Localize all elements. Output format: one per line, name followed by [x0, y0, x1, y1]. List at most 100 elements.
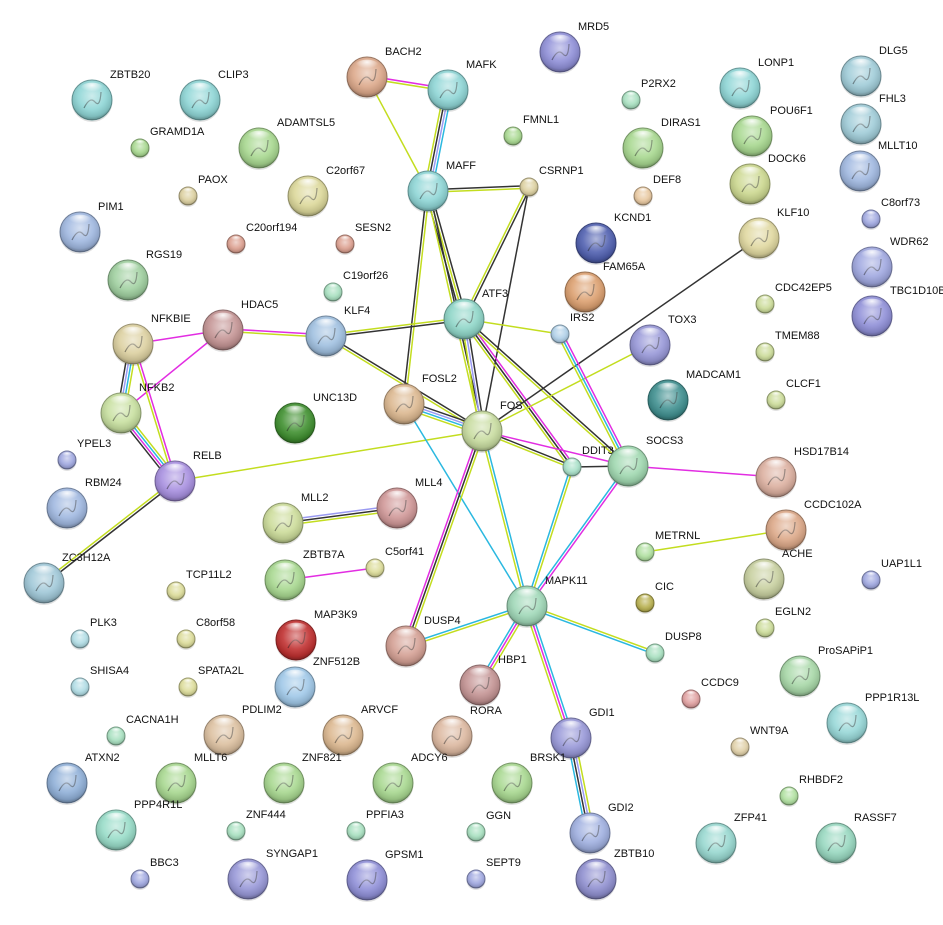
node-DDIT3[interactable]: DDIT3: [562, 445, 614, 478]
node-SESN2[interactable]: SESN2: [335, 222, 392, 255]
node-PLK3[interactable]: PLK3: [70, 617, 117, 650]
node-PPFIA3[interactable]: PPFIA3: [346, 809, 404, 842]
edge-BACH2-MAFF[interactable]: [366, 76, 429, 192]
node-CLCF1[interactable]: CLCF1: [766, 378, 821, 411]
node-CDC42EP5[interactable]: CDC42EP5: [755, 282, 832, 315]
node-KLF10[interactable]: KLF10: [738, 207, 810, 260]
node-ZC3H12A[interactable]: ZC3H12A: [23, 552, 111, 605]
node-ZFP41[interactable]: ZFP41: [695, 812, 768, 865]
node-GRAMD1A[interactable]: GRAMD1A: [130, 126, 206, 159]
node-GGN[interactable]: GGN: [466, 810, 512, 843]
node-ARVCF[interactable]: ARVCF: [322, 704, 399, 757]
node-CIC[interactable]: CIC: [635, 581, 675, 614]
node-KCND1[interactable]: KCND1: [575, 212, 652, 265]
edge-CSRNP1-FOS[interactable]: [481, 186, 530, 432]
node-PAOX[interactable]: PAOX: [178, 174, 229, 207]
node-C5orf41[interactable]: C5orf41: [365, 546, 425, 579]
node-LONP1[interactable]: LONP1: [719, 57, 795, 110]
node-ADCY6[interactable]: ADCY6: [372, 752, 448, 805]
edge-SOCS3-MAPK11[interactable]: [525, 464, 630, 608]
edge-MAPK11-GDI1[interactable]: [523, 604, 575, 740]
node-DUSP8[interactable]: DUSP8: [645, 631, 702, 664]
node-MLL2[interactable]: MLL2: [262, 492, 329, 545]
node-TCP11L2[interactable]: TCP11L2: [166, 569, 232, 602]
node-MLLT6[interactable]: MLLT6: [155, 752, 228, 805]
node-SEPT9[interactable]: SEPT9: [466, 857, 521, 890]
node-BRSK1[interactable]: BRSK1: [491, 752, 567, 805]
node-CCDC102A[interactable]: CCDC102A: [765, 499, 863, 552]
node-UNC13D[interactable]: UNC13D: [274, 392, 358, 445]
node-RHBDF2[interactable]: RHBDF2: [779, 774, 844, 807]
node-ZNF512B[interactable]: ZNF512B: [274, 656, 361, 709]
node-ZNF821[interactable]: ZNF821: [263, 752, 342, 805]
node-SHISA4[interactable]: SHISA4: [70, 665, 130, 698]
edge-RELB-FOS[interactable]: [174, 430, 483, 482]
edge-MAFF-FOSL2[interactable]: [401, 190, 431, 405]
node-POU6F1[interactable]: POU6F1: [731, 105, 813, 158]
node-PPP4R1L[interactable]: PPP4R1L: [95, 799, 183, 852]
node-TOX3[interactable]: TOX3: [629, 314, 697, 367]
node-DEF8[interactable]: DEF8: [633, 174, 682, 207]
node-FMNL1[interactable]: FMNL1: [503, 114, 560, 147]
node-ATXN2[interactable]: ATXN2: [46, 752, 120, 805]
node-WDR62[interactable]: WDR62: [851, 236, 929, 289]
node-ZBTB7A[interactable]: ZBTB7A: [264, 549, 346, 602]
node-BBC3[interactable]: BBC3: [130, 857, 179, 890]
node-FOSL2[interactable]: FOSL2: [383, 373, 457, 426]
node-MAP3K9[interactable]: MAP3K9: [275, 609, 358, 662]
node-DOCK6[interactable]: DOCK6: [729, 153, 806, 206]
node-PPP1R13L[interactable]: PPP1R13L: [826, 692, 920, 745]
node-ZBTB10[interactable]: ZBTB10: [575, 848, 655, 901]
node-RASSF7[interactable]: RASSF7: [815, 812, 897, 865]
node-P2RX2[interactable]: P2RX2: [621, 78, 676, 111]
edge-FOS-KLF10[interactable]: [481, 237, 760, 432]
node-RELB[interactable]: RELB: [154, 450, 222, 503]
edge-FOS-MAPK11[interactable]: [480, 430, 529, 607]
node-IRS2[interactable]: IRS2: [550, 312, 595, 345]
node-ZNF444[interactable]: ZNF444: [226, 809, 286, 842]
edge-DDIT3-MAPK11[interactable]: [525, 466, 574, 607]
node-CCDC9[interactable]: CCDC9: [681, 677, 739, 710]
node-C8orf73[interactable]: C8orf73: [861, 197, 921, 230]
node-FAM65A[interactable]: FAM65A: [564, 261, 646, 314]
edge-FOS-DUSP4[interactable]: [402, 429, 486, 648]
node-FHL3[interactable]: FHL3: [840, 93, 906, 146]
node-GDI1[interactable]: GDI1: [550, 707, 615, 760]
node-DLG5[interactable]: DLG5: [840, 45, 908, 98]
node-SYNGAP1[interactable]: SYNGAP1: [227, 848, 318, 901]
node-MAPK11[interactable]: MAPK11: [506, 575, 588, 628]
edge-MAPK11-DUSP4[interactable]: [405, 604, 528, 648]
node-RGS19[interactable]: RGS19: [107, 249, 183, 302]
node-ATF3[interactable]: ATF3: [443, 288, 509, 341]
node-PDLIM2[interactable]: PDLIM2: [203, 704, 282, 757]
node-HSD17B14[interactable]: HSD17B14: [755, 446, 850, 499]
edge-FOS-TOX3[interactable]: [481, 344, 651, 432]
node-ACHE[interactable]: ACHE: [743, 548, 813, 601]
node-C8orf58[interactable]: C8orf58: [176, 617, 236, 650]
node-HDAC5[interactable]: HDAC5: [202, 299, 279, 352]
node-ProSAPiP1[interactable]: ProSAPiP1: [779, 645, 874, 698]
node-MAFK[interactable]: MAFK: [427, 59, 498, 112]
node-METRNL[interactable]: METRNL: [635, 530, 701, 563]
node-SPATA2L[interactable]: SPATA2L: [178, 665, 244, 698]
node-CLIP3[interactable]: CLIP3: [179, 69, 249, 122]
edge-CSRNP1-ATF3[interactable]: [462, 186, 531, 320]
edge-ATF3-KLF4[interactable]: [325, 316, 465, 339]
node-BACH2[interactable]: BACH2: [346, 46, 422, 99]
edge-ATF3-DDIT3[interactable]: [461, 317, 575, 469]
edge-METRNL-CCDC102A[interactable]: [644, 529, 787, 553]
node-DUSP4[interactable]: DUSP4: [385, 615, 461, 668]
edge-RELB-ZC3H12A[interactable]: [42, 479, 177, 585]
node-C20orf194[interactable]: C20orf194: [226, 222, 298, 255]
node-TBC1D10B[interactable]: TBC1D10B: [851, 285, 943, 338]
edge-SOCS3-HSD17B14[interactable]: [627, 465, 777, 478]
node-CSRNP1[interactable]: CSRNP1: [519, 165, 584, 198]
node-CACNA1H[interactable]: CACNA1H: [106, 714, 179, 747]
edge-MAPK11-DUSP8[interactable]: [526, 604, 656, 655]
edge-FOS-SOCS3[interactable]: [481, 430, 629, 467]
node-ZBTB20[interactable]: ZBTB20: [71, 69, 151, 122]
edge-FOSL2-MAPK11[interactable]: [403, 403, 528, 607]
node-MADCAM1[interactable]: MADCAM1: [647, 369, 742, 422]
node-ADAMTSL5[interactable]: ADAMTSL5: [238, 117, 336, 170]
node-C2orf67[interactable]: C2orf67: [287, 165, 366, 218]
